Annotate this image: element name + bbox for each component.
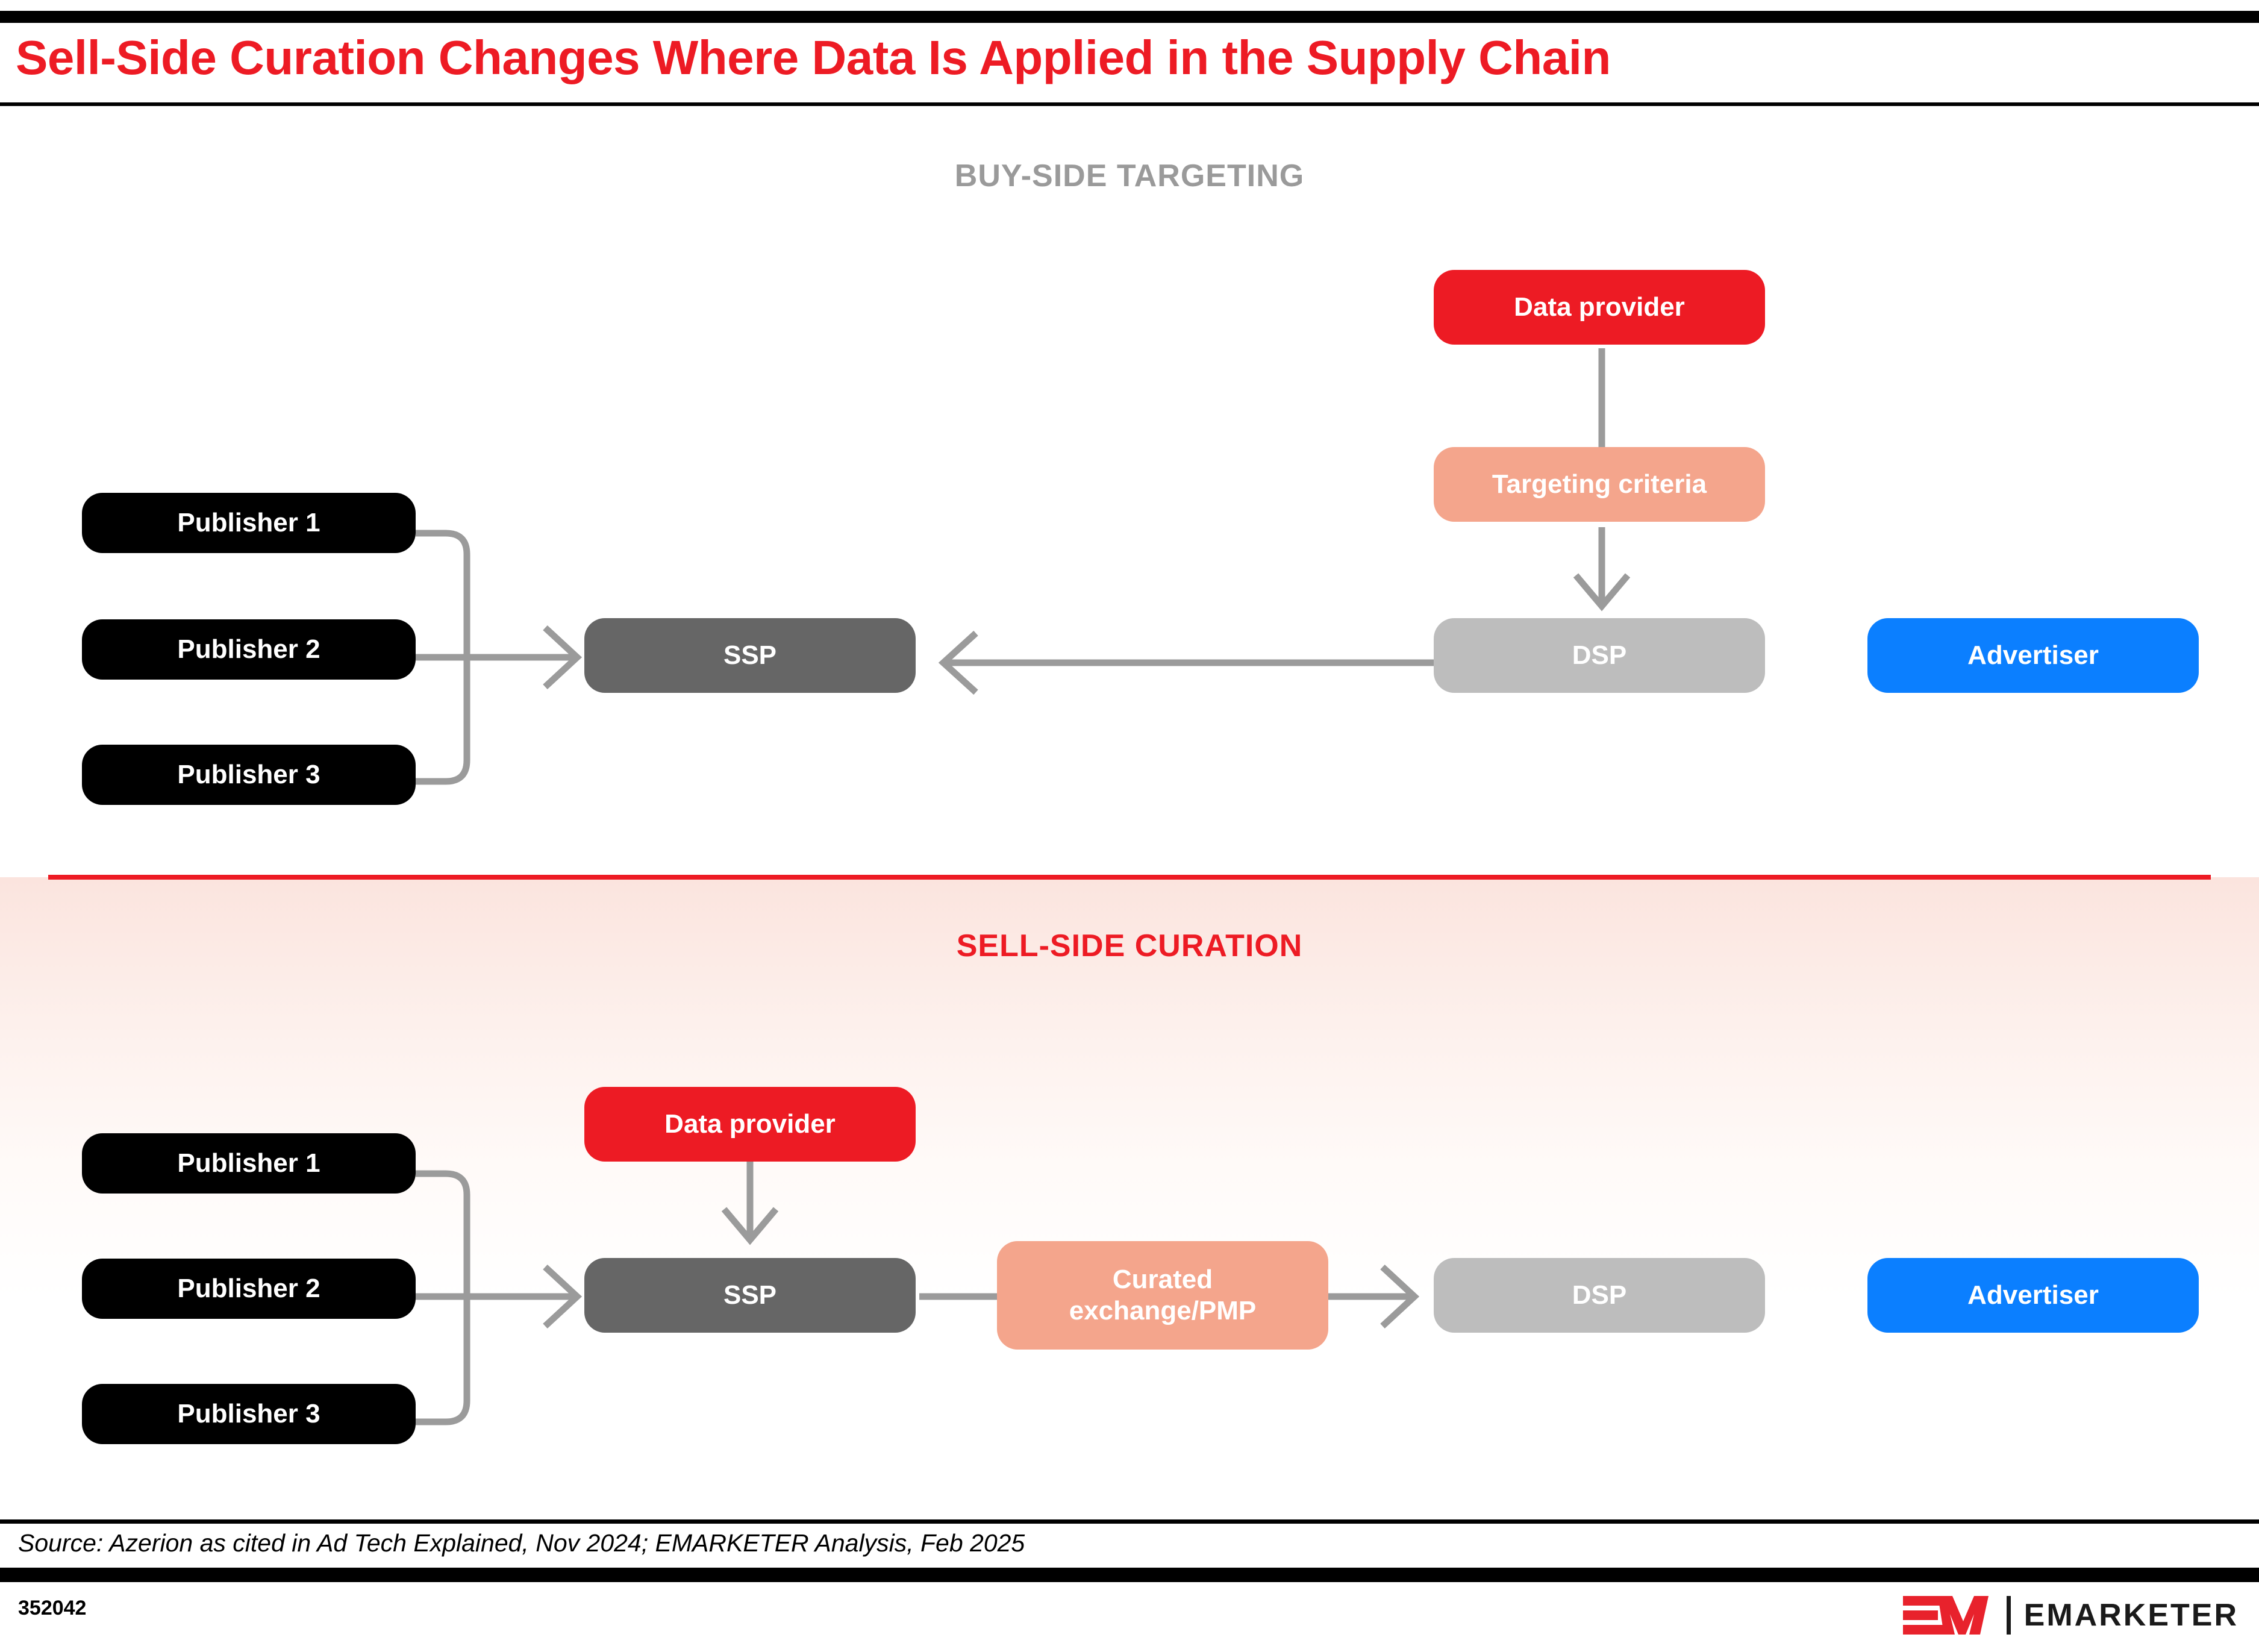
footer-bar [0, 1568, 2259, 1582]
em-mark-icon [1902, 1596, 1989, 1635]
emarketer-wordmark: EMARKETER [2023, 1598, 2239, 1633]
sellside-data-provider-label: Data provider [664, 1109, 836, 1139]
buyside-publisher-2[interactable]: Publisher 2 [82, 619, 416, 680]
sellside-publisher-3[interactable]: Publisher 3 [82, 1384, 416, 1444]
sellside-advertiser-label: Advertiser [1967, 1280, 2099, 1310]
page-title: Sell-Side Curation Changes Where Data Is… [16, 31, 1611, 84]
buyside-advertiser-label: Advertiser [1967, 640, 2099, 671]
source-divider-rule [0, 1519, 2259, 1524]
sell-side-divider-rule [48, 875, 2211, 880]
sellside-ssp-label: SSP [723, 1280, 777, 1310]
buyside-targeting-criteria[interactable]: Targeting criteria [1434, 447, 1765, 522]
chart-id: 352042 [18, 1597, 87, 1619]
buyside-dsp-label: DSP [1572, 640, 1627, 671]
sell-side-heading: SELL-SIDE CURATION [956, 928, 1303, 963]
header-bottom-rule [0, 102, 2259, 106]
buyside-publisher-3[interactable]: Publisher 3 [82, 745, 416, 805]
buyside-data-provider[interactable]: Data provider [1434, 270, 1765, 345]
buyside-dsp[interactable]: DSP [1434, 618, 1765, 693]
buyside-publisher-1-label: Publisher 1 [177, 508, 320, 538]
buyside-data-provider-label: Data provider [1514, 292, 1685, 322]
sellside-publisher-2-label: Publisher 2 [177, 1274, 320, 1304]
logo-divider [2006, 1596, 2011, 1635]
sellside-dsp-label: DSP [1572, 1280, 1627, 1310]
sellside-curated-exchange-label-line2: exchange/PMP [1069, 1296, 1257, 1325]
sellside-publisher-2[interactable]: Publisher 2 [82, 1259, 416, 1319]
sellside-curated-exchange-label-line1: Curated [1112, 1265, 1213, 1295]
buyside-publisher-2-label: Publisher 2 [177, 634, 320, 665]
sellside-dsp[interactable]: DSP [1434, 1258, 1765, 1333]
buyside-ssp[interactable]: SSP [584, 618, 916, 693]
buyside-ssp-label: SSP [723, 640, 777, 671]
sellside-publisher-1[interactable]: Publisher 1 [82, 1133, 416, 1194]
sellside-advertiser[interactable]: Advertiser [1867, 1258, 2199, 1333]
sellside-curated-exchange[interactable]: Curated exchange/PMP [997, 1241, 1328, 1350]
sellside-publisher-1-label: Publisher 1 [177, 1148, 320, 1178]
emarketer-logo: EMARKETER [1902, 1594, 2239, 1636]
buy-side-heading: BUY-SIDE TARGETING [954, 158, 1305, 193]
source-note: Source: Azerion as cited in Ad Tech Expl… [18, 1529, 1025, 1557]
sellside-data-provider[interactable]: Data provider [584, 1087, 916, 1162]
sellside-publisher-3-label: Publisher 3 [177, 1399, 320, 1429]
buyside-targeting-criteria-label: Targeting criteria [1492, 469, 1707, 499]
buyside-publisher-3-label: Publisher 3 [177, 760, 320, 790]
buyside-publisher-1[interactable]: Publisher 1 [82, 493, 416, 553]
buyside-advertiser[interactable]: Advertiser [1867, 618, 2199, 693]
sellside-ssp[interactable]: SSP [584, 1258, 916, 1333]
header-top-rule [0, 11, 2259, 23]
